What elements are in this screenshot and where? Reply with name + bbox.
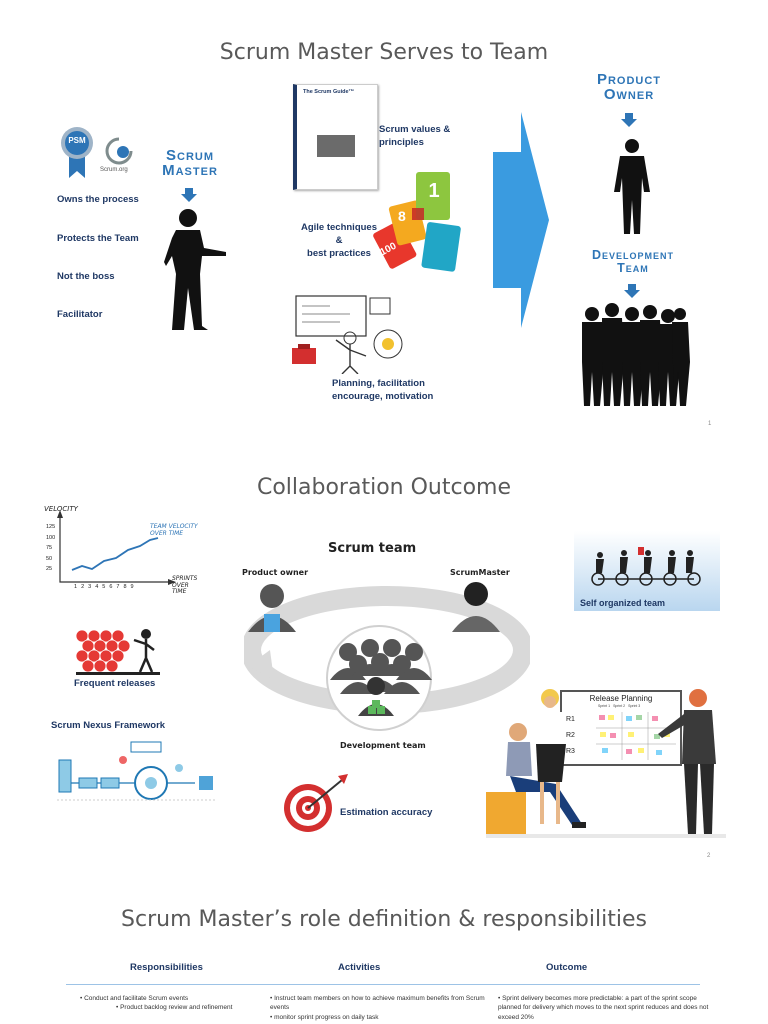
dt-down-arrow-icon	[624, 284, 640, 303]
po-down-arrow-icon	[621, 113, 637, 132]
team-people-illustration	[486, 684, 726, 845]
frequent-releases-label: Frequent releases	[74, 678, 156, 689]
nexus-label: Scrum Nexus Framework	[51, 720, 166, 731]
x-tick: 7	[116, 584, 120, 590]
target-icon	[282, 772, 352, 841]
scrum-team-label: Scrum team	[328, 541, 417, 556]
x-tick: 8	[123, 584, 127, 590]
outcome-list: • Sprint delivery becomes more predictab…	[498, 994, 718, 1022]
scrum-org-logo-icon	[101, 136, 137, 166]
list-item: • Product backlog review and refinement	[116, 1004, 233, 1012]
col-outcome: Outcome	[546, 962, 588, 973]
velocity-x-ticks: 1 2 3 4 5 6 7 8 9	[74, 584, 134, 590]
velocity-y-ticks: 125 100 75 50 25	[46, 522, 60, 575]
product-owner-silhouette-icon	[612, 138, 652, 241]
velocity-axis-label: VELOCITY	[44, 505, 78, 513]
y-tick: 125	[46, 524, 56, 530]
responsibilities-table-header: Responsibilities Activities Outcome	[66, 958, 700, 985]
planning-label-2: encourage, motivation	[332, 391, 434, 402]
release-cols: Sprint 1 Sprint 2 Sprint 3	[598, 704, 640, 708]
agile-amp-label: &	[335, 235, 343, 246]
list-item: • Instruct team members on how to achiev…	[270, 995, 485, 1012]
y-tick: 25	[46, 566, 53, 572]
nexus-diagram-icon	[55, 738, 217, 813]
velocity-legend: TEAM VELOCITY OVER TIME	[150, 523, 198, 537]
agile-cards-icon	[372, 168, 464, 278]
scrum-guide-book: The Scrum Guide™	[293, 84, 378, 190]
big-right-arrow-icon	[493, 112, 549, 333]
x-tick: 5	[102, 584, 106, 590]
scrum-team-cycle-icon	[241, 570, 533, 755]
guide-title: The Scrum Guide™	[303, 89, 355, 95]
product-owner-label: Product owner	[242, 568, 309, 577]
planning-sketch-icon	[290, 290, 416, 375]
duty-facilitator: Facilitator	[57, 309, 103, 320]
duty-owns-process: Owns the process	[57, 194, 139, 205]
x-tick: 3	[88, 584, 92, 590]
scrum-org-text: Scrum.org	[100, 167, 128, 173]
dev-team-silhouette-icon	[578, 302, 690, 413]
dev-team-label: Development team	[340, 741, 426, 750]
agile-techniques-label: Agile techniques	[300, 222, 377, 233]
release-row: R2	[566, 732, 575, 739]
activities-list: • Instruct team members on how to achiev…	[270, 994, 490, 1022]
duty-not-boss: Not the boss	[57, 271, 115, 282]
release-row: R3	[566, 748, 575, 755]
slide2-title: Collaboration Outcome	[256, 475, 512, 500]
slide1-title: Scrum Master Serves to Team	[219, 40, 549, 65]
card-eight: 8	[398, 208, 406, 224]
col-responsibilities: Responsibilities	[130, 962, 203, 973]
hexagon-wall-icon	[72, 624, 164, 681]
estimation-label: Estimation accuracy	[340, 807, 433, 818]
best-practices-label: best practices	[307, 248, 371, 259]
release-planning-title: Release Planning	[589, 694, 653, 703]
col-activities: Activities	[338, 962, 381, 973]
y-tick: 100	[46, 534, 56, 541]
release-row: R1	[566, 716, 575, 723]
dev-team-heading: Development Team	[591, 248, 675, 275]
x-tick: 4	[95, 584, 99, 590]
down-arrow-icon	[181, 188, 197, 207]
scrum-master-heading: Scrum Master	[162, 147, 218, 179]
release-col: Sprint 2	[613, 704, 626, 708]
y-tick: 75	[46, 545, 53, 551]
product-owner-heading: Product Owner	[596, 71, 662, 103]
list-item: • monitor sprint progress on daily task	[270, 1013, 379, 1021]
release-col: Sprint 1	[598, 704, 611, 708]
slide3-title: Scrum Master’s role definition & respons…	[121, 907, 647, 932]
release-planning-board: Release Planning R1 R2 R3 Sprint 1 Sprin…	[560, 690, 682, 766]
self-organized-team-image	[574, 531, 720, 611]
x-tick: 6	[109, 584, 113, 590]
guide-photo	[317, 135, 355, 157]
list-item: • Conduct and facilitate Scrum events	[80, 995, 189, 1002]
psm-badge-text: PSM	[68, 136, 86, 145]
x-tick: 2	[81, 584, 85, 590]
planning-label-1: Planning, facilitation	[332, 378, 425, 389]
slide2-page-number: 2	[707, 853, 711, 859]
self-organized-label: Self organized team	[580, 598, 666, 608]
scrum-master-silhouette-icon	[164, 208, 230, 337]
release-col: Sprint 3	[628, 704, 641, 708]
duty-protects-team: Protects the Team	[57, 233, 139, 244]
list-item: • Sprint delivery becomes more predictab…	[498, 995, 709, 1021]
velocity-x-label: SPRINTS OVER TIME	[172, 575, 198, 596]
psm-badge-icon	[60, 126, 94, 180]
card-one: 1	[428, 180, 440, 202]
x-tick: 1	[74, 584, 78, 590]
velocity-chart	[46, 508, 202, 600]
slide1-page-number: 1	[708, 421, 712, 427]
scrum-values-label: Scrum values & principles	[379, 124, 451, 148]
y-tick: 50	[46, 555, 53, 562]
responsibilities-list: • Conduct and facilitate Scrum events • …	[80, 994, 260, 1013]
scrummaster-label: ScrumMaster	[450, 568, 510, 577]
x-tick: 9	[130, 584, 134, 590]
